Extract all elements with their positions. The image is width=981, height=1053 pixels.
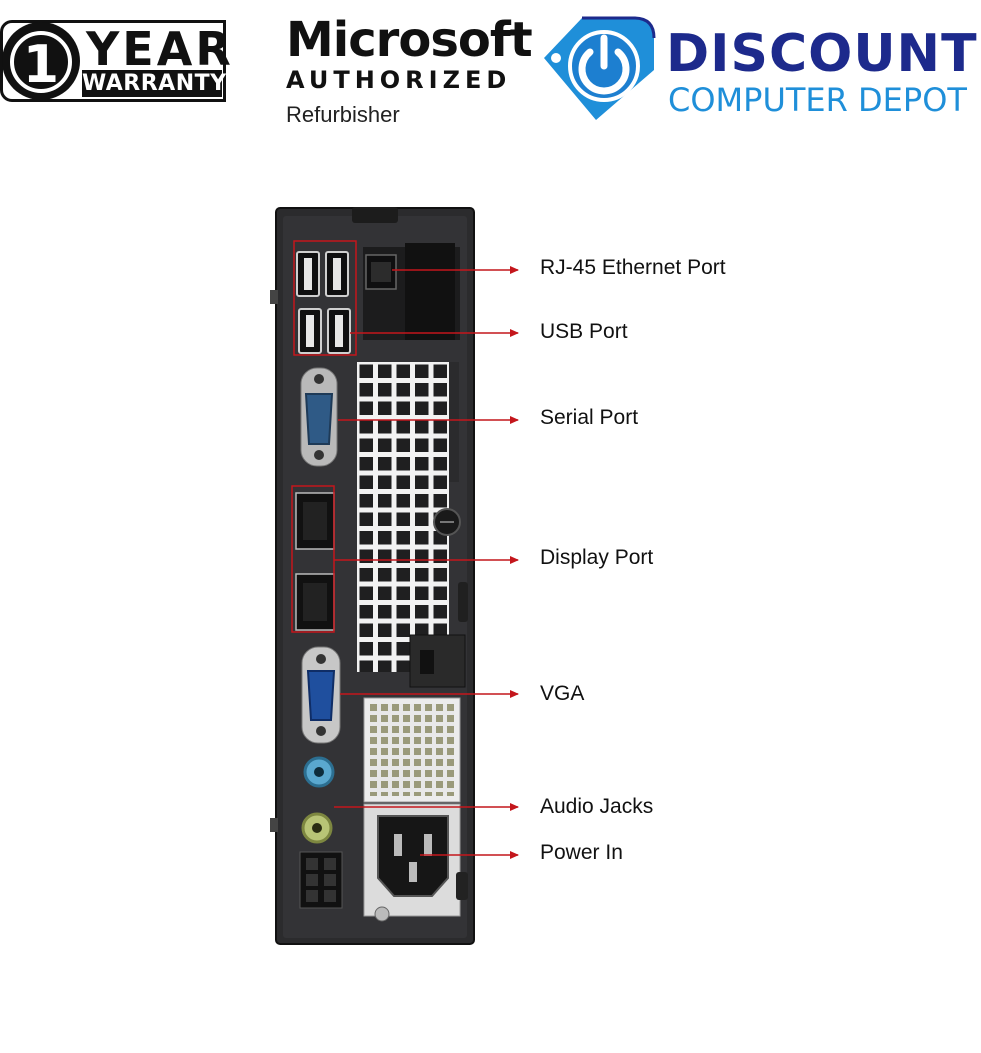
callout-label-power: Power In <box>540 841 623 864</box>
callout-label-audio: Audio Jacks <box>540 795 654 818</box>
microsoft-refurbisher-text: Refurbisher <box>286 102 400 127</box>
store-name-line2: COMPUTER DEPOT <box>668 81 967 119</box>
display-ports <box>291 485 335 633</box>
aux-power-connector <box>299 851 343 909</box>
callout-label-vga: VGA <box>540 682 585 705</box>
callout-lines <box>334 266 519 859</box>
warranty-year-text: YEAR <box>86 22 234 76</box>
io-usb-ethernet <box>293 240 460 356</box>
microsoft-authorized-text: AUTHORIZED <box>286 66 512 94</box>
callout-label-displayport: Display Port <box>540 546 654 569</box>
callout-label-usb: USB Port <box>540 320 628 343</box>
store-power-tag-icon <box>544 16 656 120</box>
warranty-label: WARRANTY <box>82 70 227 97</box>
warranty-number-circle: 1 <box>2 22 80 100</box>
microsoft-authorized-badge: Microsoft AUTHORIZED Refurbisher <box>286 12 533 134</box>
store-name-line1: DISCOUNT <box>666 24 978 84</box>
store-logo: DISCOUNT COMPUTER DEPOT <box>534 8 977 128</box>
microsoft-brand: Microsoft <box>286 12 533 68</box>
serial-port <box>300 367 338 467</box>
warranty-badge: 1 YEAR WARRANTY <box>0 20 231 104</box>
audio-jacks <box>301 756 335 844</box>
power-supply <box>363 697 468 922</box>
callout-label-rj45: RJ-45 Ethernet Port <box>540 256 726 279</box>
callout-label-serial: Serial Port <box>540 406 639 429</box>
warranty-number: 1 <box>10 31 72 95</box>
vga-port <box>301 646 341 744</box>
ventilation-grille <box>357 362 466 688</box>
